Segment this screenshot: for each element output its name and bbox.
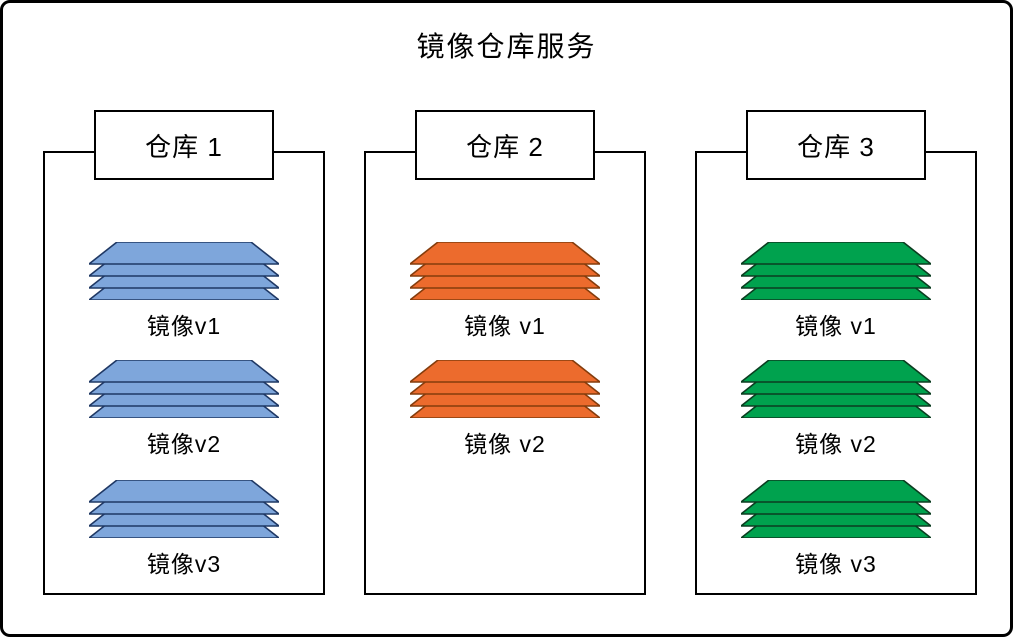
repo1-image-v1: 镜像v1 (84, 242, 284, 341)
repo3-image-v3: 镜像 v3 (736, 480, 936, 579)
repository-3-label: 仓库 3 (746, 110, 926, 180)
repo3-image-v1: 镜像 v1 (736, 242, 936, 341)
repository-2-label: 仓库 2 (415, 110, 595, 180)
layer-stack-icon (89, 360, 279, 418)
repo1-image-v1-label: 镜像v1 (146, 313, 222, 339)
repo3-image-v2-label: 镜像 v2 (795, 431, 877, 457)
repo3-image-v1-label: 镜像 v1 (795, 313, 877, 339)
repository-3-container: 仓库 3 镜像 v1 镜像 v2 (695, 110, 977, 595)
layer-stack-icon (89, 242, 279, 300)
repo2-image-v2-label: 镜像 v2 (464, 431, 546, 457)
repo3-image-v3-label: 镜像 v3 (795, 551, 877, 577)
repository-1-container: 仓库 1 镜像v1 镜像v2 (43, 110, 325, 595)
layer-stack-icon (741, 242, 931, 300)
repo2-image-v2: 镜像 v2 (405, 360, 605, 459)
repo1-image-v3-label: 镜像v3 (146, 551, 222, 577)
repo1-image-v2: 镜像v2 (84, 360, 284, 459)
layer-stack-icon (741, 360, 931, 418)
layer-stack-icon (410, 242, 600, 300)
layer-stack-icon (741, 480, 931, 538)
layer-stack-icon (410, 360, 600, 418)
layer-stack-icon (89, 480, 279, 538)
repo1-image-v3: 镜像v3 (84, 480, 284, 579)
repo1-image-v2-label: 镜像v2 (146, 431, 222, 457)
repo3-image-v2: 镜像 v2 (736, 360, 936, 459)
repo2-image-v1-label: 镜像 v1 (464, 313, 546, 339)
repo2-image-v1: 镜像 v1 (405, 242, 605, 341)
repository-2-container: 仓库 2 镜像 v1 镜像 v2 (364, 110, 646, 595)
diagram-title: 镜像仓库服务 (416, 31, 597, 62)
repository-1-label: 仓库 1 (94, 110, 274, 180)
